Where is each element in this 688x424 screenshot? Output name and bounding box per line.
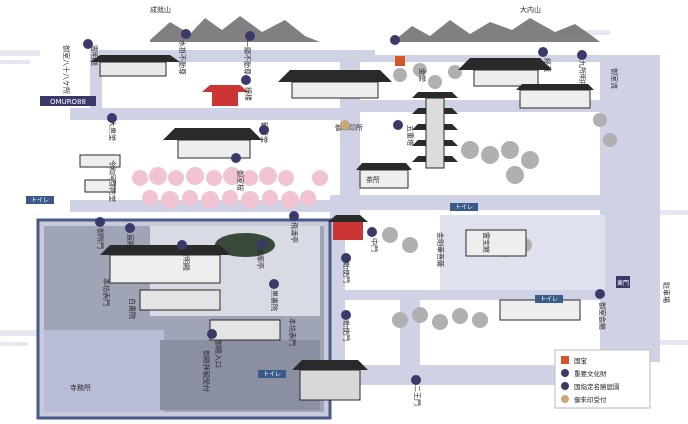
label-gokojo: 一願不動尊: [243, 40, 252, 75]
legend-swatch-scenic: [561, 382, 569, 390]
label-shinden: 宸殿: [126, 234, 135, 248]
building-right-hall: [516, 84, 594, 109]
label-kodo: 霊宝館: [482, 232, 491, 253]
legend-swatch-goshuin: [561, 395, 569, 403]
label-kaigi-do: 金剛華菩薩: [436, 232, 445, 267]
label-chuumon: 中門: [370, 238, 379, 252]
label-kinkaen: 勅使門: [342, 320, 351, 341]
label-gohan: 御室流: [610, 68, 619, 89]
label-kondo: 金堂: [418, 68, 427, 82]
legend-swatch-important: [561, 369, 569, 377]
building-sajo: [356, 163, 412, 189]
cherry-blossom-grove: [132, 167, 328, 209]
label-nio-mon: 二王門: [413, 385, 421, 406]
toilet-markers: トイレ トイレ トイレ トイレ: [26, 196, 563, 378]
label-goju-no-to: 五重塔: [406, 125, 415, 146]
label-omuro88-jp: 御室八十八ケ所: [62, 45, 71, 94]
building-chumon: [328, 215, 368, 240]
label-kyuusho: 九所明神: [578, 60, 587, 88]
legend-important-cultural: 重要文化財: [574, 369, 607, 378]
label-gotenchushajo: 御殿拝観受付: [202, 350, 211, 392]
label-kokyo: 本坊表門: [102, 278, 111, 306]
building-shiroshoin: [139, 289, 221, 311]
building-reigan-do: [90, 55, 180, 77]
toilet-label-1: トイレ: [31, 197, 49, 204]
legend-goshuin: 御朱印受付: [574, 395, 607, 404]
label-kyozo: 経蔵: [543, 58, 552, 72]
label-rewa-amida: 令和阿弥陀堂: [108, 160, 117, 202]
label-kinsei-do: 水掛不動尊: [178, 40, 187, 75]
label-shiroshoin: 白書院: [128, 298, 137, 319]
building-left-small: [79, 154, 121, 193]
label-choshotei: 遼廓亭: [256, 248, 265, 269]
label-hitoshotei: 飛濤亭: [290, 222, 299, 243]
building-kondo: [278, 70, 392, 99]
legend-swatch-national: [561, 356, 569, 364]
east-gate-label: 東門: [617, 279, 629, 287]
label-omuro-zakura: 御室桜: [236, 170, 245, 191]
omuro88-text: OMURO88: [50, 98, 86, 106]
building-kuroshoin: [209, 319, 281, 341]
building-reiho-kan: [465, 229, 527, 257]
label-kanenoshita: 駐車場: [662, 282, 671, 303]
label-chokushi: 勅使門: [342, 262, 351, 283]
east-gate-marker: 東門: [616, 276, 630, 288]
label-kuroshoin: 黒書院: [270, 290, 279, 311]
national-treasure-marker: [395, 56, 405, 66]
label-daikoku-do: 大黒堂: [108, 120, 117, 141]
toilet-label-4: トイレ: [263, 371, 281, 378]
label-reimeiden: 霊明殿: [182, 250, 190, 271]
label-mountain-left: 成就山: [150, 5, 171, 14]
goten-enclosure: [36, 218, 332, 420]
label-goten-entrance: 御殿入口: [214, 340, 223, 368]
building-shoro: [202, 85, 248, 106]
legend: 国宝 重要文化財 国指定名勝庭園 御朱印受付: [554, 349, 651, 409]
label-shinhomotsu: 本坊表門: [288, 318, 297, 346]
label-reigan-do: 霊明殿: [90, 45, 98, 66]
cultural-markers: [83, 29, 605, 385]
label-kaisenji: 寺務所: [70, 383, 91, 392]
building-shinden: [100, 245, 230, 284]
label-goshomon: 御所門: [96, 228, 105, 249]
legend-scenic: 国指定名勝庭園: [574, 382, 620, 391]
label-shoro: 鐘楼: [244, 87, 253, 101]
building-kannon-do: [163, 128, 262, 159]
building-kyuusho: [458, 58, 552, 87]
label-omuro-kaikan: 御室会館: [598, 302, 607, 330]
building-goju-no-to: [412, 92, 458, 169]
toilet-label-2: トイレ: [455, 204, 473, 211]
label-mountain-right: 大内山: [520, 5, 541, 14]
mountain-range: [150, 16, 600, 42]
trees: [382, 63, 617, 330]
legend-national-treasure: 国宝: [574, 356, 588, 365]
building-nio-mon: [292, 360, 368, 401]
goshuin-marker: [340, 120, 350, 130]
toilet-label-3: トイレ: [540, 296, 558, 303]
omuro88-badge[interactable]: OMURO88: [40, 96, 96, 106]
label-sajo: 茶所: [366, 175, 380, 184]
buildings: [79, 55, 594, 401]
